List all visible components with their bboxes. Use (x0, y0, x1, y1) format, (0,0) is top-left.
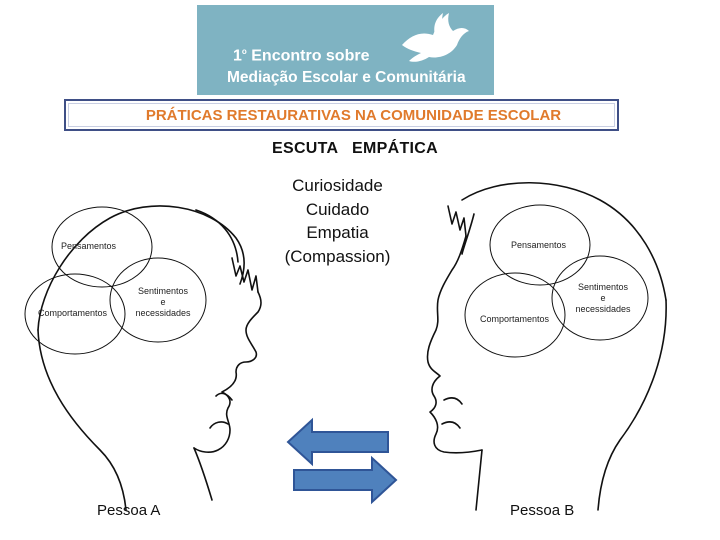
center-word-compassion: (Compassion) (284, 246, 391, 266)
label-comportamentos-a: Comportamentos (38, 308, 108, 318)
circle-sentimentos-a (109, 257, 207, 343)
head-profile-a (37, 205, 262, 511)
label-sentimentos-a: Sentimentos e necessidades (135, 286, 191, 318)
event-banner: 1o Encontro sobre Mediação Escolar e Com… (197, 5, 494, 95)
person-a-label: Pessoa A (97, 502, 161, 519)
circle-pensamentos-a (51, 206, 153, 288)
label-comportamentos-b: Comportamentos (480, 314, 550, 324)
circle-comportamentos-a (24, 273, 126, 355)
banner-line-1: 1o Encontro sobre (233, 47, 370, 65)
label-pensamentos-b: Pensamentos (511, 240, 567, 250)
label-sentimentos-b: Sentimentos e necessidades (575, 282, 631, 314)
page-title: PRÁTICAS RESTAURATIVAS NA COMUNIDADE ESC… (145, 107, 562, 124)
person-b-label: Pessoa B (510, 502, 575, 519)
subtitle: ESCUTA EMPÁTICA (272, 140, 438, 157)
center-word-curiosidade: Curiosidade (292, 176, 383, 195)
banner-line-2: Mediação Escolar e Comunitária (227, 69, 466, 86)
circle-sentimentos-b (551, 255, 649, 341)
arrow-left-icon (286, 417, 389, 467)
center-word-cuidado: Cuidado (305, 199, 370, 219)
center-word-empatia: Empatia (306, 223, 369, 242)
center-words: Curiosidade Cuidado Empatia (Compassion) (250, 174, 425, 268)
circle-pensamentos-b (489, 204, 591, 286)
circle-comportamentos-b (464, 272, 566, 358)
title-box: PRÁTICAS RESTAURATIVAS NA COMUNIDADE ESC… (64, 99, 619, 131)
label-pensamentos-a: Pensamentos (61, 241, 117, 251)
dove-icon (402, 13, 469, 62)
arrow-right-icon (293, 455, 398, 505)
head-profile-b (426, 181, 667, 511)
